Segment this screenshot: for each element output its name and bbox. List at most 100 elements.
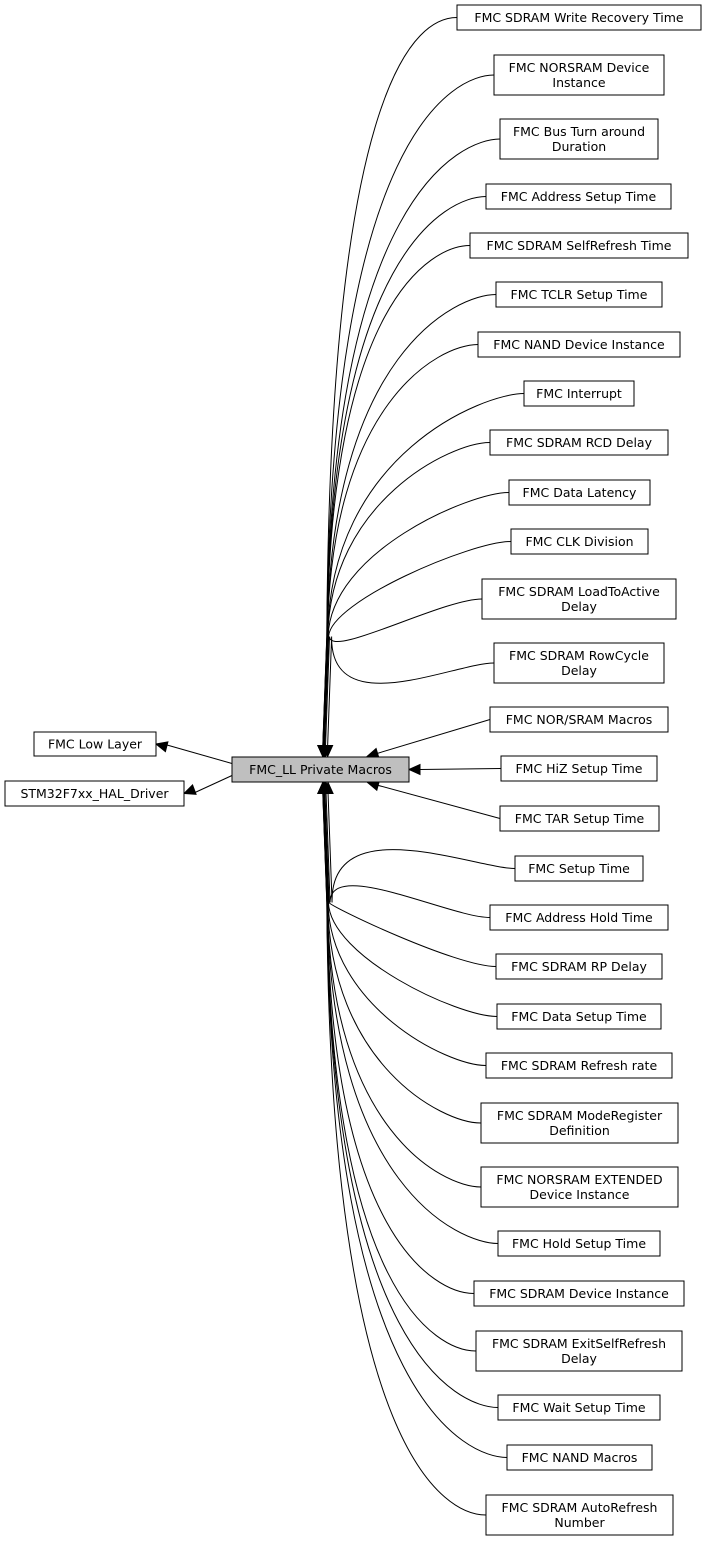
- node-sdram-rcd-delay-label: FMC SDRAM RCD Delay: [506, 435, 653, 450]
- node-norsram-extended-device-instance-label-line-1: FMC NORSRAM EXTENDED: [496, 1172, 662, 1187]
- node-nand-macros[interactable]: FMC NAND Macros: [506, 1444, 653, 1471]
- node-sdram-rowcycle-delay-box: [493, 642, 665, 684]
- node-data-setup-time-label: FMC Data Setup Time: [511, 1009, 647, 1024]
- node-hiz-setup-time[interactable]: FMC HiZ Setup Time: [500, 755, 658, 782]
- node-wait-setup-time[interactable]: FMC Wait Setup Time: [497, 1394, 661, 1421]
- edge-from-address-hold-time: [325, 793, 491, 918]
- edge-from-nor-sram-macros: [366, 719, 491, 757]
- edge-from-interrupt: [323, 393, 525, 746]
- node-interrupt[interactable]: FMC Interrupt: [523, 380, 635, 407]
- node-bus-turn-around-duration-label-line-2: Duration: [552, 139, 606, 154]
- node-sdram-rp-delay[interactable]: FMC SDRAM RP Delay: [495, 953, 663, 980]
- node-sdram-moderegister-definition-label-line-1: FMC SDRAM ModeRegister: [497, 1108, 663, 1123]
- node-sdram-autorefresh-number-label-line-1: FMC SDRAM AutoRefresh: [502, 1500, 658, 1515]
- node-sdram-device-instance[interactable]: FMC SDRAM Device Instance: [473, 1280, 685, 1307]
- node-center-label: FMC_LL Private Macros: [249, 762, 392, 777]
- edge-from-sdram-write-recovery-time: [322, 17, 458, 746]
- edge-from-sdram-selfrefresh-time: [322, 245, 471, 746]
- node-sdram-exitselfrefresh-delay-label-line-1: FMC SDRAM ExitSelfRefresh: [492, 1336, 666, 1351]
- node-hold-setup-time-box: [497, 1230, 661, 1257]
- node-nor-sram-macros-box: [489, 706, 669, 733]
- node-sdram-loadtoactive-delay-label-line-1: FMC SDRAM LoadToActive: [498, 584, 660, 599]
- edge-from-setup-time: [327, 793, 516, 903]
- edge-from-sdram-device-instance: [322, 793, 475, 1294]
- node-stm32f7xx-hal-driver-box: [4, 780, 185, 807]
- node-center-box: [231, 756, 410, 783]
- node-sdram-refresh-rate[interactable]: FMC SDRAM Refresh rate: [485, 1052, 673, 1079]
- node-sdram-write-recovery-time-label: FMC SDRAM Write Recovery Time: [474, 10, 684, 25]
- node-sdram-refresh-rate-label: FMC SDRAM Refresh rate: [501, 1058, 658, 1073]
- node-sdram-rowcycle-delay-label-line-1: FMC SDRAM RowCycle: [509, 648, 649, 663]
- arrowhead-fmc-low-layer: [154, 741, 169, 753]
- node-tar-setup-time-box: [499, 805, 660, 832]
- node-nand-device-instance[interactable]: FMC NAND Device Instance: [477, 331, 681, 358]
- node-center[interactable]: FMC_LL Private Macros: [231, 756, 410, 783]
- node-tclr-setup-time[interactable]: FMC TCLR Setup Time: [495, 281, 663, 308]
- node-sdram-refresh-rate-box: [485, 1052, 673, 1079]
- node-fmc-low-layer[interactable]: FMC Low Layer: [33, 731, 157, 757]
- node-sdram-rcd-delay[interactable]: FMC SDRAM RCD Delay: [489, 429, 669, 456]
- node-nor-sram-macros[interactable]: FMC NOR/SRAM Macros: [489, 706, 669, 733]
- node-nand-macros-label: FMC NAND Macros: [522, 1450, 638, 1465]
- node-stm32f7xx-hal-driver[interactable]: STM32F7xx_HAL_Driver: [4, 780, 185, 807]
- edge-from-nand-macros: [322, 793, 508, 1458]
- edge-from-tclr-setup-time: [322, 294, 497, 746]
- edge-from-tar-setup-time: [367, 782, 501, 819]
- node-data-setup-time-box: [496, 1003, 662, 1030]
- node-address-hold-time[interactable]: FMC Address Hold Time: [489, 904, 669, 931]
- edge-from-sdram-refresh-rate: [323, 793, 487, 1066]
- node-sdram-autorefresh-number-box: [485, 1494, 674, 1536]
- node-nor-sram-macros-label: FMC NOR/SRAM Macros: [506, 712, 653, 727]
- arrowhead-sdram-autorefresh-number: [317, 781, 329, 794]
- edge-from-nand-device-instance: [322, 344, 479, 746]
- node-fmc-low-layer-label: FMC Low Layer: [48, 737, 143, 752]
- node-clk-division[interactable]: FMC CLK Division: [510, 528, 649, 555]
- node-sdram-write-recovery-time[interactable]: FMC SDRAM Write Recovery Time: [456, 4, 702, 31]
- node-tclr-setup-time-label: FMC TCLR Setup Time: [511, 287, 648, 302]
- arrowhead-stm32f7xx-hal-driver: [182, 784, 197, 795]
- node-address-hold-time-box: [489, 904, 669, 931]
- edge-from-sdram-autorefresh-number: [322, 793, 487, 1516]
- node-tar-setup-time[interactable]: FMC TAR Setup Time: [499, 805, 660, 832]
- node-address-hold-time-label: FMC Address Hold Time: [505, 910, 653, 925]
- node-hold-setup-time-label: FMC Hold Setup Time: [512, 1236, 646, 1251]
- edge-from-data-setup-time: [323, 793, 498, 1017]
- node-norsram-device-instance-label-line-1: FMC NORSRAM Device: [509, 60, 650, 75]
- edge-from-sdram-loadtoactive-delay: [325, 598, 483, 746]
- node-sdram-selfrefresh-time[interactable]: FMC SDRAM SelfRefresh Time: [469, 232, 689, 259]
- node-norsram-device-instance-box: [493, 54, 665, 96]
- node-data-latency-label: FMC Data Latency: [523, 485, 638, 500]
- node-sdram-exitselfrefresh-delay-label-line-2: Delay: [561, 1351, 597, 1366]
- edge-from-sdram-rp-delay: [324, 793, 497, 967]
- edge-from-norsram-extended-device-instance: [322, 793, 482, 1188]
- edge-to-stm32f7xx-hal-driver: [194, 775, 233, 793]
- node-data-latency[interactable]: FMC Data Latency: [508, 479, 651, 506]
- edge-from-sdram-rcd-delay: [323, 442, 491, 746]
- edge-to-fmc-low-layer: [166, 744, 233, 764]
- edge-from-bus-turn-around-duration: [322, 138, 501, 746]
- node-norsram-extended-device-instance-box: [480, 1166, 679, 1208]
- node-hold-setup-time[interactable]: FMC Hold Setup Time: [497, 1230, 661, 1257]
- node-sdram-autorefresh-number-label-line-2: Number: [554, 1515, 605, 1530]
- node-interrupt-box: [523, 380, 635, 407]
- edge-from-norsram-device-instance: [322, 74, 495, 746]
- edge-from-sdram-rowcycle-delay: [327, 636, 495, 746]
- node-sdram-moderegister-definition-label-line-2: Definition: [549, 1123, 610, 1138]
- node-data-setup-time[interactable]: FMC Data Setup Time: [496, 1003, 662, 1030]
- node-tclr-setup-time-box: [495, 281, 663, 308]
- node-sdram-exitselfrefresh-delay-box: [475, 1330, 683, 1372]
- node-address-setup-time[interactable]: FMC Address Setup Time: [485, 183, 672, 210]
- edge-from-hold-setup-time: [322, 793, 499, 1244]
- node-setup-time[interactable]: FMC Setup Time: [514, 855, 644, 882]
- node-clk-division-label: FMC CLK Division: [525, 534, 633, 549]
- node-bus-turn-around-duration-label-line-1: FMC Bus Turn around: [513, 124, 645, 139]
